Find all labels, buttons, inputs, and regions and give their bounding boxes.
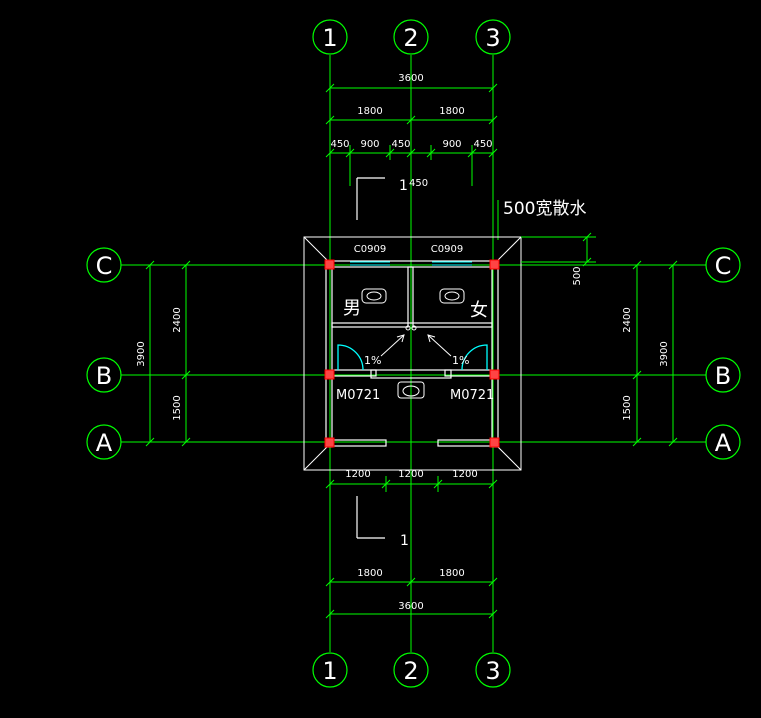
toilet-fixtures — [361, 288, 465, 399]
bottom-seg-dim-3: 1200 — [452, 469, 477, 480]
window-label-left: C0909 — [354, 244, 386, 255]
door-swing-right — [461, 344, 488, 371]
top-dimension-texts: 3600 1800 1800 450 900 450 900 450 — [330, 73, 492, 150]
top-half-dim-2: 1800 — [439, 106, 464, 117]
axis-bubble-c-right — [705, 247, 741, 283]
axis-label-3-top: 3 — [485, 24, 500, 52]
axis-bubble-a-left — [86, 424, 122, 460]
axis-bubble-labels: 1 2 3 1 2 3 C B A C B A — [96, 24, 732, 685]
bottom-seg-dim-2: 1200 — [398, 469, 423, 480]
section-cut-top — [356, 177, 385, 220]
top-seg-dim-5: 450 — [473, 139, 492, 150]
axis-label-c-left: C — [96, 252, 113, 280]
axis-label-2-bottom: 2 — [403, 657, 418, 685]
axis-bubble-b-right — [705, 357, 741, 393]
axis-label-1-top: 1 — [322, 24, 337, 52]
top-seg-dim-3: 450 — [391, 139, 410, 150]
bottom-dimension-texts: 1200 1200 1200 1800 1800 3600 — [345, 469, 477, 612]
axis-label-b-right: B — [715, 362, 731, 390]
axis-label-b-left: B — [96, 362, 112, 390]
axis-bubble-b-left — [86, 357, 122, 393]
section-cut-top-label: 1 — [399, 178, 408, 194]
bottom-dimensions — [325, 476, 498, 619]
slope-right-label: 1% — [452, 354, 469, 367]
axis-bubble-c-left — [86, 247, 122, 283]
axis-lines — [121, 55, 706, 652]
left-dimensions — [145, 260, 191, 447]
apron-width-dim: 500 — [572, 266, 583, 285]
sink-icon — [397, 381, 425, 399]
bottom-half-dim-1: 1800 — [357, 568, 382, 579]
section-cut-bottom-label: 1 — [400, 533, 409, 549]
door-left-label: M0721 — [336, 388, 380, 403]
axis-label-2-top: 2 — [403, 24, 418, 52]
door-swing-left — [337, 344, 364, 371]
top-seg-dim-1: 450 — [330, 139, 349, 150]
bottom-total-dim: 3600 — [398, 601, 423, 612]
top-dimensions — [325, 83, 498, 186]
door-right-label: M0721 — [450, 388, 494, 403]
top-half-dim-1: 1800 — [357, 106, 382, 117]
bottom-seg-dim-1: 1200 — [345, 469, 370, 480]
axis-bubble-3-top — [475, 19, 511, 55]
slope-left-label: 1% — [364, 354, 381, 367]
right-upper-dim: 2400 — [622, 307, 633, 332]
toilet-icon-female — [439, 288, 465, 304]
top-seg-dim-2: 900 — [360, 139, 379, 150]
slope-arrows — [380, 325, 452, 357]
toilet-icon-male — [361, 288, 387, 304]
windows — [350, 261, 472, 266]
top-total-dim: 3600 — [398, 73, 423, 84]
axis-bubble-1-bottom — [312, 652, 348, 688]
room-female-label: 女 — [470, 300, 488, 321]
right-dimensions — [521, 232, 678, 447]
axis-label-a-right: A — [715, 429, 732, 457]
walls — [325, 260, 499, 448]
section-cut-bottom — [356, 496, 385, 539]
left-dimension-texts: 2400 1500 3900 — [136, 307, 183, 420]
axis-bubbles — [86, 19, 741, 688]
columns — [324, 259, 500, 448]
left-total-dim: 3900 — [136, 341, 147, 366]
left-upper-dim: 2400 — [172, 307, 183, 332]
axis-label-3-bottom: 3 — [485, 657, 500, 685]
axis-label-a-left: A — [96, 429, 113, 457]
apron-outline — [303, 236, 522, 471]
axis-bubble-2-bottom — [393, 652, 429, 688]
left-lower-dim: 1500 — [172, 395, 183, 420]
right-lower-dim: 1500 — [622, 395, 633, 420]
axis-bubble-2-top — [393, 19, 429, 55]
doors — [337, 344, 488, 371]
section-cut-top-offset: 450 — [409, 178, 428, 189]
room-labels: 男 女 1% 1% M0721 M0721 — [336, 298, 494, 403]
room-male-label: 男 — [343, 298, 361, 319]
axis-bubble-3-bottom — [475, 652, 511, 688]
window-label-right: C0909 — [431, 244, 463, 255]
axis-bubble-a-right — [705, 424, 741, 460]
apron-label: 500宽散水 — [503, 199, 586, 219]
bottom-half-dim-2: 1800 — [439, 568, 464, 579]
top-seg-dim-4: 900 — [442, 139, 461, 150]
axis-label-1-bottom: 1 — [322, 657, 337, 685]
right-total-dim: 3900 — [659, 341, 670, 366]
right-dimension-texts: 2400 1500 3900 500 — [572, 266, 670, 420]
axis-bubble-1-top — [312, 19, 348, 55]
axis-label-c-right: C — [715, 252, 732, 280]
